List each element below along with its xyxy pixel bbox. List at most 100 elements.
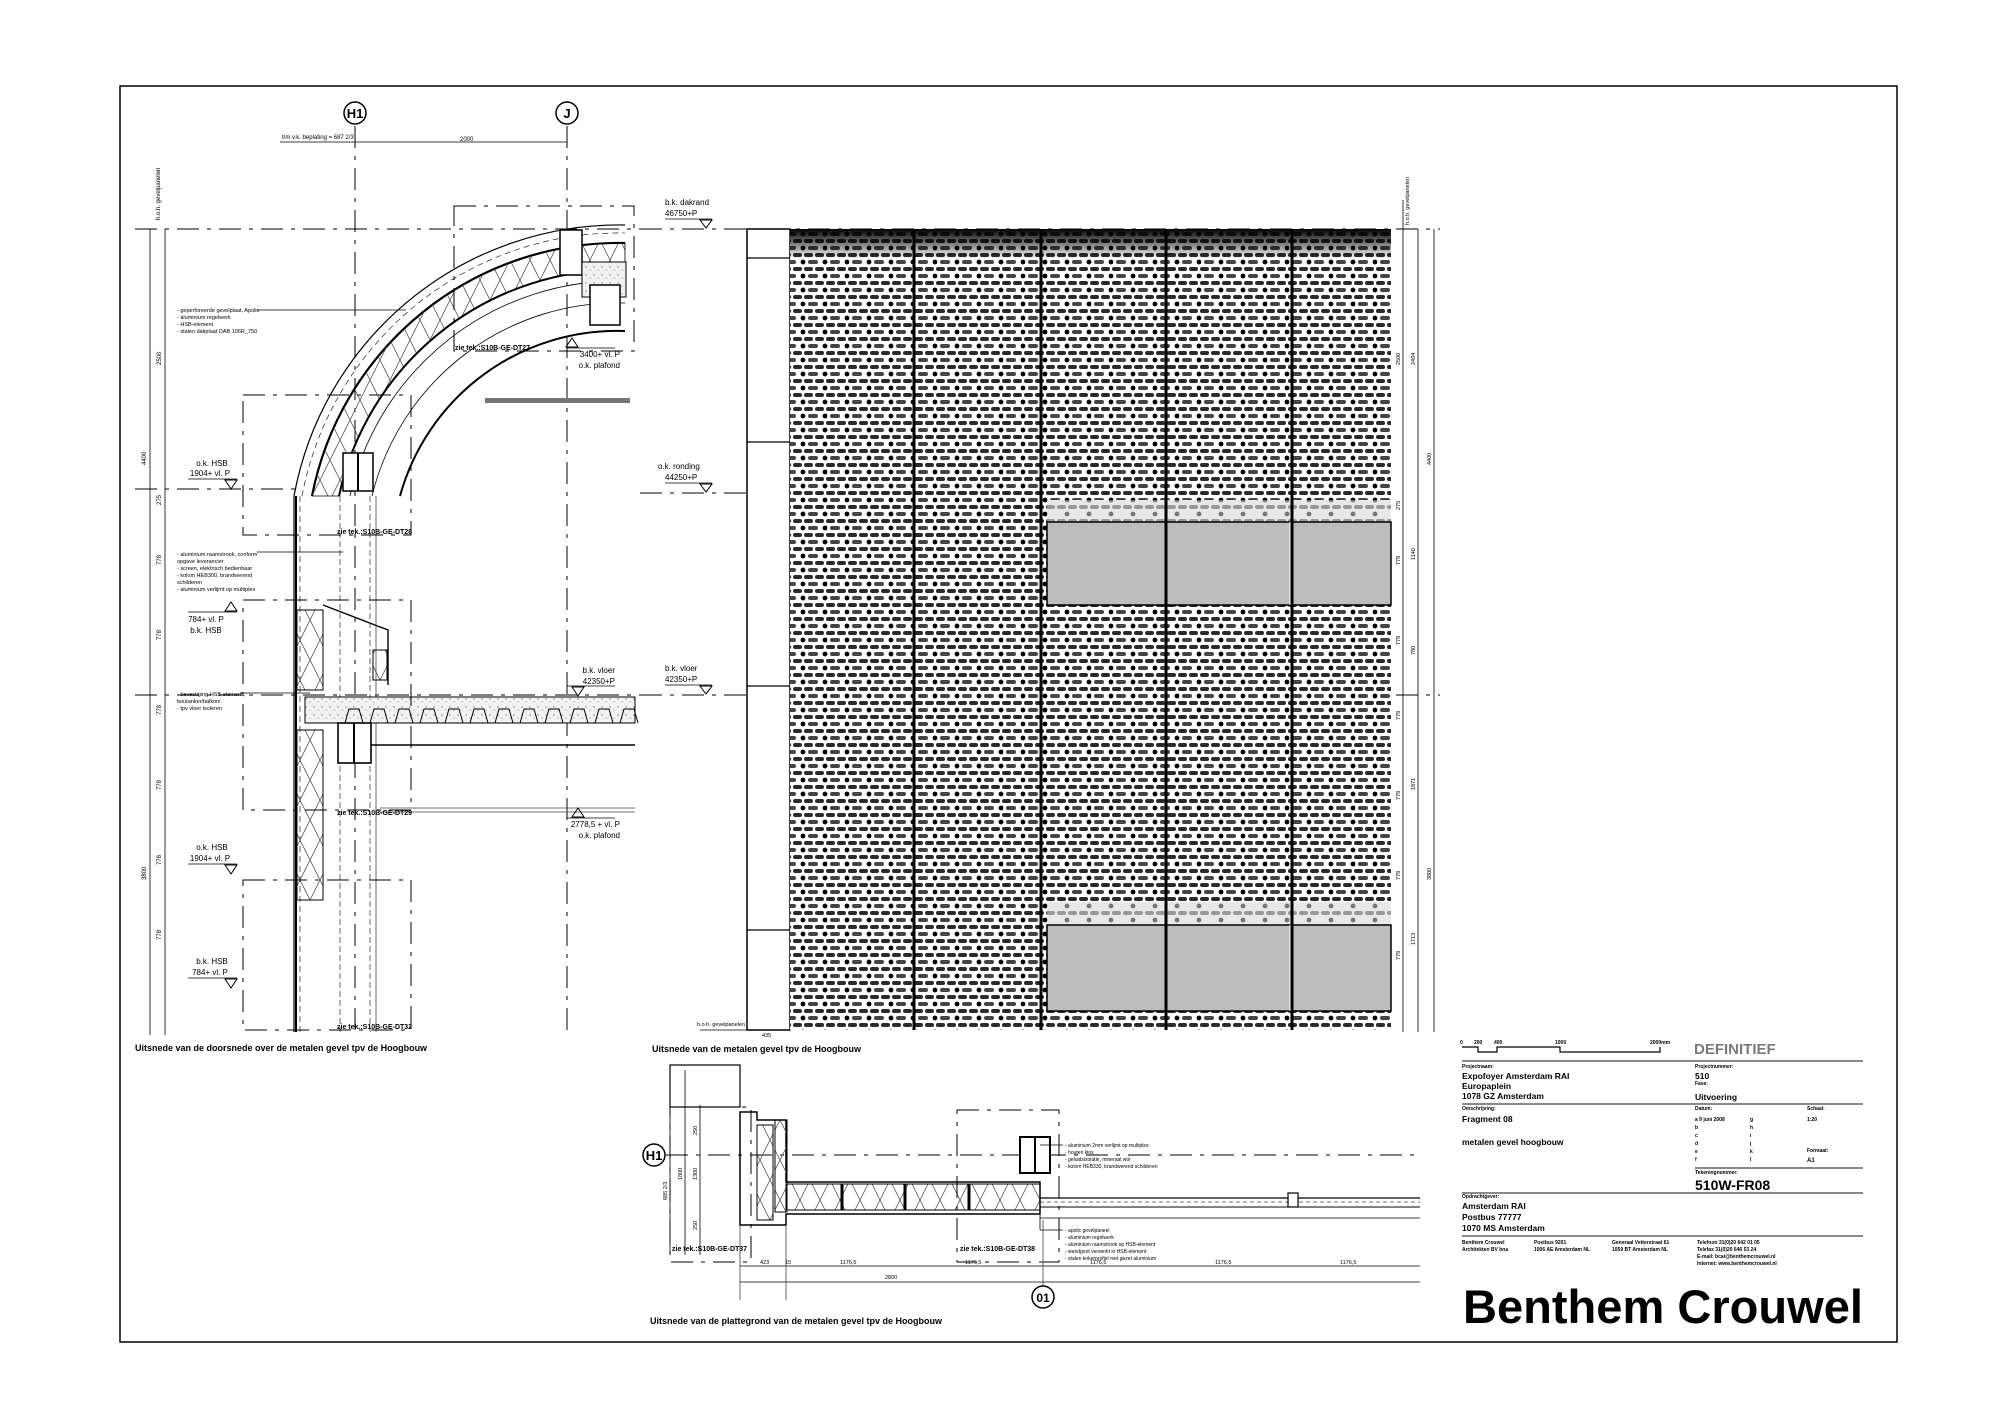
dim-label: 778 — [157, 704, 163, 715]
drawing-label: 1300 — [693, 1168, 699, 1180]
drawing-label: - tpv vloer isoleren — [177, 706, 222, 712]
drawing-label: 784+ vl. P — [192, 968, 228, 977]
drawing-label: - screen, elektrisch bedienbaar — [177, 566, 252, 572]
drawing-label: 1000 — [1555, 1040, 1566, 1046]
drawing-label: 778 — [1396, 871, 1402, 880]
drawing-label: 250 — [693, 1126, 699, 1135]
drawing-label: - aluminium verlijmt op multiplex — [177, 587, 255, 593]
vertical-wall-section — [242, 394, 639, 1032]
dim-label: 778 — [157, 854, 163, 865]
drawing-label: 1176,5 — [965, 1260, 981, 1266]
detail-ref: zie tek.:S10B-GE-DT29 — [337, 810, 412, 817]
title-block-field-labels: Projectnaam: Projectnummer: Fase: Omschr… — [1462, 1064, 1829, 1200]
drawing-label: 778 — [1396, 556, 1402, 565]
plan-drawing: H1 250 1300 250 1800 685 2/3 zie tek.:S1… — [642, 1064, 1420, 1326]
plan-annotation-panel: - apolic gevelpaneel - aluminium regelwe… — [1039, 1215, 1156, 1262]
section-drawing: H1 J t/m v.k. beplating = 687 2/3 2000 h… — [135, 101, 640, 1053]
drawing-label: 778 — [1396, 711, 1402, 720]
drawing-label: 1006 AE Amsterdam NL — [1534, 1247, 1590, 1253]
level-ronding: o.k. ronding 44250+P — [658, 462, 713, 493]
drawing-label: l — [1750, 1157, 1752, 1163]
drawing-label: Telefoon 31(0)20 642 01 05 — [1697, 1240, 1760, 1246]
level-bkhsb-bottom: b.k. HSB 784+ vl. P — [188, 957, 238, 989]
dim-label: 2500 — [157, 351, 163, 365]
facade-edge-strip — [746, 228, 791, 1031]
drawing-label: b.k. HSB — [196, 957, 228, 966]
drawing-label: 250 — [693, 1221, 699, 1230]
drawing-label: k — [1750, 1149, 1753, 1155]
drawing-label: Uitvoering — [1695, 1092, 1737, 1102]
axis-bubble-h1: H1 — [343, 101, 367, 125]
drawing-label: j — [1749, 1141, 1752, 1147]
drawing-label: metalen gevel hoogbouw — [1462, 1137, 1564, 1147]
drawing-label: A1 — [1807, 1158, 1815, 1164]
dim-label: 778 — [157, 929, 163, 940]
detail-ref: zie tek.:S10B-GE-DT38 — [960, 1246, 1035, 1253]
sheet-border — [119, 85, 1898, 1343]
drawing-label: e — [1695, 1149, 1698, 1155]
drawing-label: H1 — [347, 106, 364, 121]
drawing-label: i — [1750, 1133, 1752, 1139]
plan-vertical-dims: 250 1300 250 1800 685 2/3 — [663, 1126, 699, 1230]
drawing-label: - kolom HEB330, brandwerend schilderen — [1065, 1164, 1158, 1170]
drawing-label: a 9 juni 2008 — [1695, 1117, 1725, 1123]
level-vloer-section: b.k. vloer 42350+P — [567, 666, 615, 697]
drawing-label: Internet: www.benthemcrouwel.nl — [1697, 1261, 1777, 1267]
drawing-label: 510 — [1695, 1071, 1709, 1081]
level-bkhsb-mid: 784+ vl. P b.k. HSB — [188, 601, 238, 635]
drawing-label: b — [1695, 1125, 1698, 1131]
revision-list: a 9 juni 2008 b c d e f g h i j k l 1:20… — [1695, 1117, 1817, 1164]
drawing-label: h — [1750, 1125, 1753, 1131]
drawing-label: - stalen dakplaat DAB 106R_750 — [177, 329, 257, 335]
drawing-label: E-mail: bcai@benthemcrouwel.nl — [1697, 1254, 1776, 1260]
office-info: Benthem Crouwel Architekten BV bna Postb… — [1462, 1240, 1777, 1267]
drawing-label: 400 — [1494, 1040, 1503, 1046]
drawing-label: - geluidsisolatie, mineraal wol — [1065, 1157, 1130, 1163]
drawing-label: schilderen — [177, 580, 202, 586]
elevation-right-dims: 2500 275 778 778 778 778 778 778 2494 11… — [1396, 353, 1433, 960]
plan-annotation-column: - aluminium 2mm verlijmt op multiplex - … — [1040, 1143, 1158, 1170]
drawing-label: 780 — [1411, 646, 1417, 655]
annotation-window: - aluminium raamstrook, conform opgave l… — [177, 551, 343, 593]
drawing-label: Formaat: — [1807, 1148, 1829, 1154]
level-plafond-top: 3400+ vl. P o.k. plafond — [565, 337, 620, 370]
drawing-label: 46750+P — [665, 209, 697, 218]
drawing-label: b.k. vloer — [665, 664, 698, 673]
drawing-label: Fase: — [1695, 1081, 1708, 1087]
drawing-label: - aluminium 2mm verlijmt op multiplex — [1065, 1143, 1149, 1149]
title-block: 0 200 400 1000 2000mm DEFINITIEF Project… — [1460, 1040, 1863, 1333]
dim-label: 778 — [157, 629, 163, 640]
drawing-label: 1078 GZ Amsterdam — [1462, 1091, 1544, 1101]
top-dimension: t/m v.k. beplating = 687 2/3 — [282, 135, 354, 141]
drawing-label: 685 2/3 — [663, 1182, 669, 1200]
drawing-label: 15 — [785, 1260, 791, 1266]
drawing-label: 1140 — [1411, 548, 1417, 560]
drawing-label: - stalen kokerprofiel met gezet aluminiu… — [1065, 1256, 1156, 1262]
drawing-label: opgave leverancier — [177, 559, 224, 565]
drawing-label: 1176,5 — [1215, 1260, 1231, 1266]
drawing-label: Fragment 08 — [1462, 1114, 1513, 1124]
drawing-label: c — [1695, 1133, 1698, 1139]
drawing-label: o.k. plafond — [579, 361, 620, 370]
drawing-label: H1 — [646, 1148, 663, 1163]
drawing-label: 44250+P — [665, 473, 697, 482]
plan-dims: 423 15 1176,5 1176,5 1176,5 1176,5 1176,… — [760, 1260, 1356, 1281]
drawing-label: 423 — [760, 1260, 769, 1266]
drawing-label: 4400 — [1427, 453, 1433, 465]
drawing-label: Amsterdam RAI — [1462, 1201, 1526, 1211]
axis-bubble-h1-plan: H1 — [642, 1143, 666, 1167]
drawing-label: 0 — [1460, 1040, 1463, 1046]
drawing-label: b.k. dakrand — [665, 198, 709, 207]
level-dakrand: b.k. dakrand 46750+P — [665, 198, 713, 229]
annotation-roof: - geperforeerde gevelplaat, Apolic - alu… — [177, 308, 406, 335]
drawing-label: 3800 — [1427, 868, 1433, 880]
drawing-label: 778 — [1396, 951, 1402, 960]
drawing-label: 1176,5 — [1340, 1260, 1356, 1266]
drawing-label: o.k. HSB — [196, 459, 228, 468]
drawing-label: 2494 — [1411, 353, 1417, 365]
drawing-label: Architekten BV bna — [1462, 1247, 1508, 1253]
drawing-label: 778 — [1396, 636, 1402, 645]
drawing-label: 1871 — [1411, 778, 1417, 790]
drawing-label: Tekeningnummer: — [1695, 1170, 1738, 1176]
